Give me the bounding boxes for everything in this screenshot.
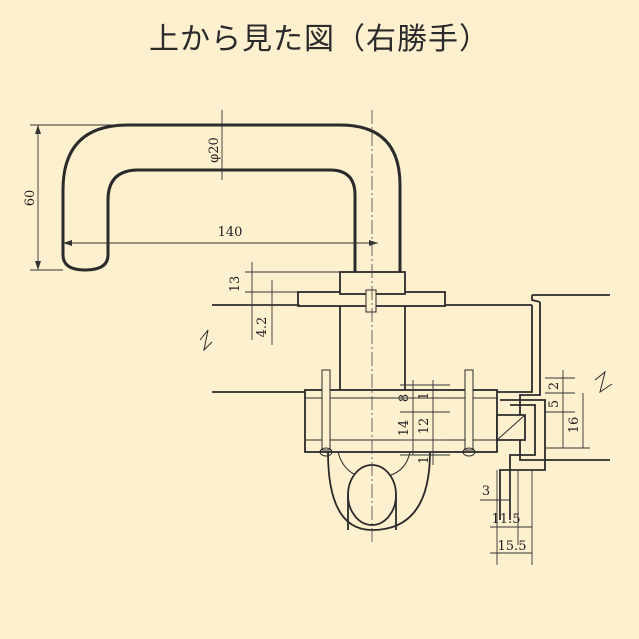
dim-label-1-top: 1 [417, 392, 432, 400]
page-title: 上から見た図（右勝手） [149, 22, 490, 57]
spindle [339, 289, 406, 392]
cylinder-knob [327, 451, 431, 531]
dim-label-5: 5 [547, 400, 562, 408]
dim-label-3: 3 [482, 484, 490, 499]
lock-case [304, 369, 498, 457]
dim-case: 8 1 14 12 1 [397, 380, 450, 465]
dim-label-14: 14 [397, 420, 412, 437]
lever-handle [61, 123, 402, 275]
dim-label-140: 140 [218, 225, 243, 240]
dim-label-2: 2 [547, 382, 562, 390]
dim-handle-length: 140 [63, 225, 378, 246]
dim-handle-height: 60 [23, 124, 130, 271]
dim-frame: 2 5 16 [545, 370, 590, 449]
dim-strike: 3 11.5 15.5 [480, 470, 533, 565]
door-frame [496, 294, 613, 520]
dim-label-16: 16 [567, 417, 582, 434]
dim-label-8: 8 [397, 394, 412, 402]
dim-rose: 13 4.2 [228, 262, 340, 345]
dim-label-13: 13 [228, 276, 243, 293]
dim-handle-diameter: φ20 [207, 110, 230, 180]
dim-label-diameter: φ20 [207, 137, 222, 163]
dim-label-1-bottom: 1 [417, 456, 432, 464]
dim-label-15-5: 15.5 [498, 539, 527, 554]
dim-label-12: 12 [417, 418, 432, 435]
door-panel [199, 304, 533, 393]
dim-label-4-2: 4.2 [255, 317, 270, 338]
dim-label-11-5: 11.5 [492, 512, 521, 527]
dim-label-60: 60 [23, 190, 38, 207]
